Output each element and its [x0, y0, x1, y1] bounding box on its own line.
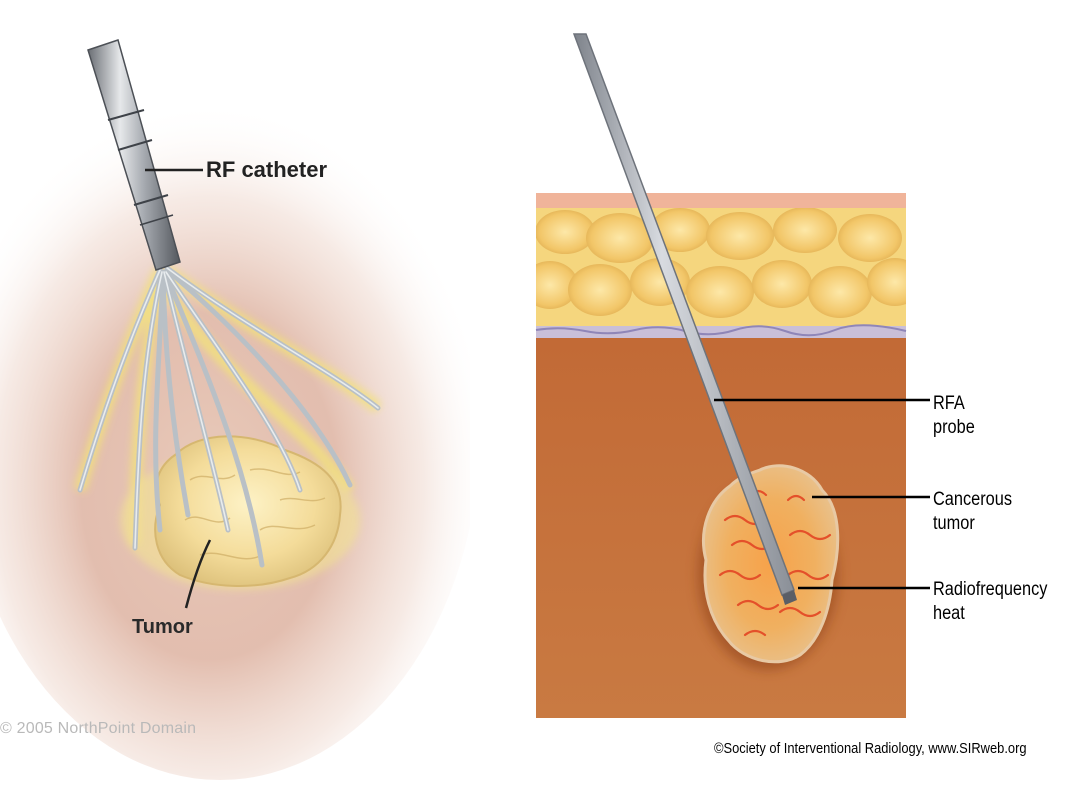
fat-cells	[536, 208, 906, 318]
cancerous-tumor-label: Cancerous tumor	[933, 488, 1062, 536]
radiofrequency-heat-label: Radiofrequency heat	[933, 578, 1062, 626]
tissue-halo	[0, 80, 470, 780]
rfa-probe-label-line2: probe	[933, 417, 975, 438]
skin-layer	[536, 193, 906, 209]
rfa-probe	[572, 33, 797, 605]
rf-catheter-illustration	[0, 39, 470, 780]
rf-catheter	[87, 39, 181, 271]
cancerous-tumor-label-line2: tumor	[933, 513, 975, 534]
left-figure: RF catheter Tumor © 2005 NorthPoint Doma…	[0, 0, 470, 810]
left-credit: © 2005 NorthPoint Domain	[0, 720, 197, 737]
rfa-probe-illustration	[535, 33, 930, 718]
rfa-probe-label-line1: RFA	[933, 393, 965, 414]
cancerous-tumor-label-line1: Cancerous	[933, 489, 1013, 510]
rf-catheter-label: RF catheter	[206, 157, 328, 182]
radiofrequency-heat-label-line1: Radiofrequency	[933, 579, 1048, 600]
right-credit: ©Society of Interventional Radiology, ww…	[714, 740, 1027, 757]
right-figure: RFA probe Cancerous tumor Radiofrequency…	[470, 0, 1080, 810]
tumor-label: Tumor	[132, 616, 193, 638]
tumor-leader-line	[184, 539, 212, 609]
rfa-probe-label: RFA probe	[933, 392, 1062, 440]
radiofrequency-heat-label-line2: heat	[933, 603, 965, 624]
